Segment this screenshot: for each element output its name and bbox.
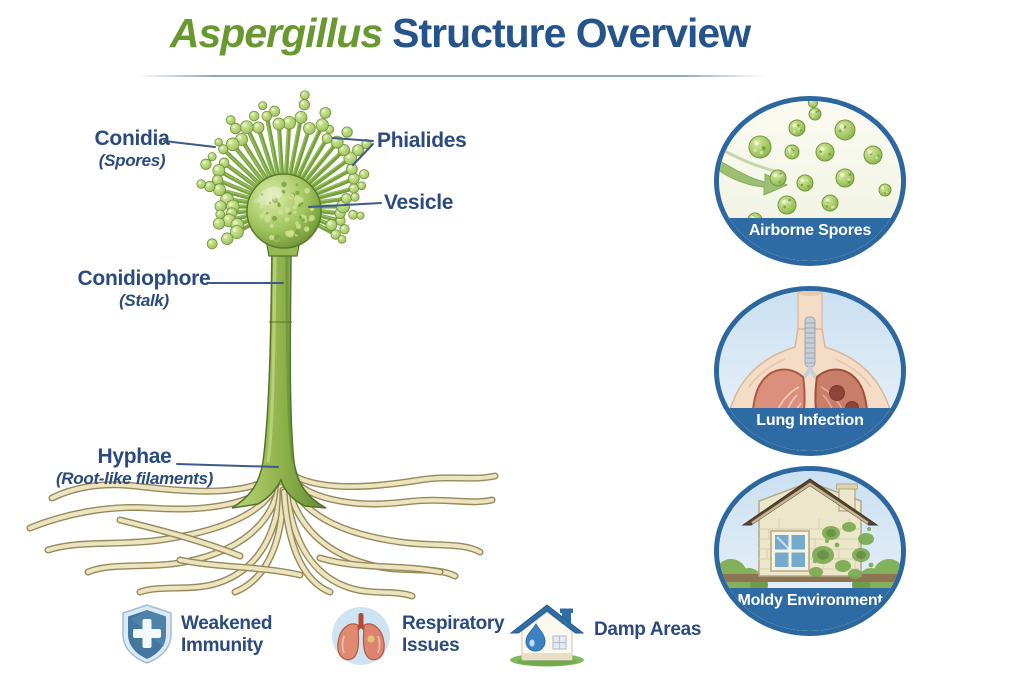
lungs-icon — [332, 607, 390, 665]
label-conidiophore-sub: (Stalk) — [119, 291, 169, 311]
shield-cross-icon — [122, 604, 172, 664]
label-phialides: Phialides — [377, 129, 467, 152]
floating-spores — [747, 101, 892, 228]
card-caption-airborne-spores: Airborne Spores — [719, 217, 901, 261]
card-caption-text: Airborne Spores — [748, 221, 872, 239]
risk-line: Immunity — [181, 635, 264, 657]
trachea-rings — [805, 322, 815, 364]
vesicle-sphere — [246, 173, 322, 249]
label-conidiophore: Conidiophore (Stalk) — [64, 267, 224, 311]
wind-swoosh-line — [719, 146, 780, 174]
risk-respiratory-issues: Respiratory Issues — [402, 613, 505, 657]
chimney-cap — [836, 483, 858, 490]
label-phialides-main: Phialides — [377, 129, 467, 152]
window-cross — [775, 535, 805, 567]
stalk-shade — [285, 251, 295, 463]
stalk-highlight — [266, 251, 277, 463]
label-hyphae-sub: (Root-like filaments) — [55, 469, 214, 489]
card-airborne-spores: Airborne Spores — [714, 96, 906, 266]
risk-line: Weakened — [181, 613, 273, 634]
trachea — [804, 316, 816, 368]
card-moldy-environment: Moldy Environment — [714, 466, 906, 636]
wind-arrow-icon — [719, 159, 789, 196]
card-caption-text: Lung Infection — [756, 411, 864, 429]
hyphae-roots — [26, 466, 499, 600]
damp-house-icon — [509, 604, 585, 667]
label-conidia-main: Conidia — [94, 127, 170, 150]
shoulder-shading — [748, 358, 872, 388]
conidia-spore-chains — [196, 90, 372, 250]
chin-shadow — [797, 291, 823, 296]
label-conidia: Conidia (Spores) — [52, 127, 212, 171]
conidiophore-stalk — [231, 246, 327, 509]
phialide-fan — [220, 118, 352, 235]
card-caption-text: Moldy Environment — [737, 591, 883, 609]
vesicle-highlight — [257, 186, 283, 206]
label-conidia-sub: (Spores) — [98, 151, 166, 171]
risk-line: Respiratory — [402, 613, 505, 634]
card-caption-moldy-environment: Moldy Environment — [719, 587, 901, 631]
card-lung-infection: Lung Infection — [714, 286, 906, 456]
window-glare — [776, 536, 790, 550]
risk-line: Issues — [402, 635, 460, 657]
ground — [719, 574, 901, 582]
title-divider — [138, 75, 766, 77]
risk-line: Damp Areas — [594, 619, 702, 640]
label-hyphae-main: Hyphae — [97, 445, 172, 468]
card-caption-lung-infection: Lung Infection — [719, 407, 901, 451]
title-genus: Aspergillus — [169, 10, 383, 56]
roof-fascia — [751, 482, 869, 525]
risk-damp-areas: Damp Areas — [594, 619, 701, 641]
label-hyphae: Hyphae (Root-like filaments) — [32, 445, 237, 489]
vesicle-texture — [253, 181, 315, 242]
title-rest: Structure Overview — [392, 10, 751, 56]
label-vesicle-main: Vesicle — [384, 191, 454, 214]
label-vesicle: Vesicle — [384, 191, 454, 214]
stalk-collar — [265, 239, 301, 257]
mold-patches — [809, 522, 874, 579]
label-conidiophore-main: Conidiophore — [77, 267, 211, 290]
risk-weakened-immunity: Weakened Immunity — [181, 613, 273, 657]
